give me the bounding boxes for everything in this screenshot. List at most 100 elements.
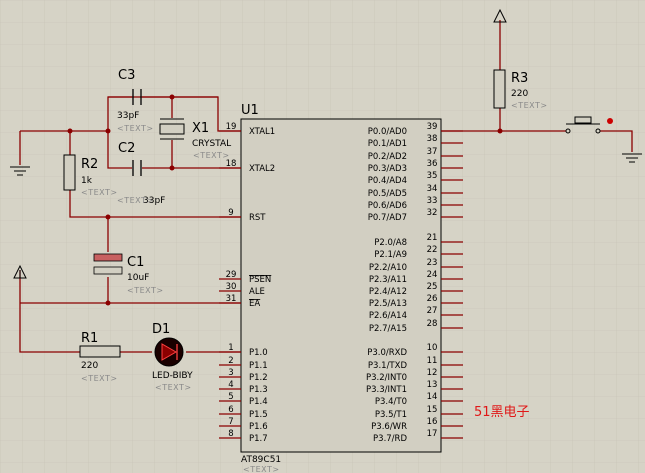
u1-pin-number: 35 bbox=[427, 171, 438, 181]
u1-pin-number: 18 bbox=[226, 159, 237, 169]
u1-pin-name: P2.7/A15 bbox=[369, 324, 407, 334]
u1-pin-number: 34 bbox=[427, 184, 438, 194]
u1-pin-name: P0.6/AD6 bbox=[368, 201, 407, 211]
r3-ref-label: R3 bbox=[511, 71, 528, 86]
u1-pin-name: P1.7 bbox=[249, 434, 268, 444]
u1-pin-number: 22 bbox=[427, 245, 438, 255]
u1-pin-number: 25 bbox=[427, 282, 438, 292]
u1-pin-number: 24 bbox=[427, 270, 438, 280]
r2-ref-label: R2 bbox=[81, 157, 98, 172]
u1-pin-name: P3.0/RXD bbox=[367, 348, 407, 358]
c2-value-label: 33pF bbox=[143, 196, 165, 206]
u1-pin-number: 36 bbox=[427, 159, 438, 169]
c2-ref-label: C2 bbox=[118, 141, 135, 156]
u1-pin-number: 39 bbox=[427, 122, 438, 132]
led-d1[interactable] bbox=[154, 337, 184, 367]
resistor-r2[interactable] bbox=[63, 154, 76, 191]
r3-placeholder: <TEXT> bbox=[511, 101, 548, 110]
u1-pin-name: P2.0/A8 bbox=[374, 238, 407, 248]
u1-pin-name: P0.7/AD7 bbox=[368, 213, 407, 223]
u1-pin-name: P1.2 bbox=[249, 373, 268, 383]
capacitor-c1[interactable] bbox=[93, 253, 123, 275]
c1-value-label: 10uF bbox=[127, 273, 149, 283]
u1-pin-number: 23 bbox=[427, 258, 438, 268]
r2-placeholder: <TEXT> bbox=[81, 188, 118, 197]
u1-pin-name: P0.0/AD0 bbox=[368, 127, 407, 137]
u1-pin-number: 11 bbox=[427, 356, 438, 366]
u1-pin-number: 10 bbox=[427, 343, 438, 353]
u1-pin-number: 30 bbox=[226, 282, 237, 292]
u1-pin-number: 33 bbox=[427, 196, 438, 206]
u1-pin-name: RST bbox=[249, 213, 266, 223]
u1-pin-number: 29 bbox=[226, 270, 237, 280]
push-button-switch[interactable] bbox=[565, 116, 613, 134]
u1-pin-number: 19 bbox=[226, 122, 237, 132]
crystal-x1[interactable] bbox=[159, 118, 185, 140]
u1-pin-number: 1 bbox=[228, 343, 233, 353]
c1-ref-label: C1 bbox=[127, 255, 144, 270]
u1-pin-name: P3.7/RD bbox=[373, 434, 407, 444]
u1-pin-name: ALE bbox=[249, 287, 265, 297]
u1-pin-name: P3.3/INT1 bbox=[366, 385, 407, 395]
chip-u1-body bbox=[240, 118, 442, 453]
u1-pin-name: P2.5/A13 bbox=[369, 299, 407, 309]
capacitor-c3[interactable] bbox=[132, 89, 142, 105]
u1-pin-name: P0.3/AD3 bbox=[368, 164, 407, 174]
u1-pin-name: P3.2/INT0 bbox=[366, 373, 407, 383]
c3-placeholder: <TEXT> bbox=[117, 124, 154, 133]
u1-pin-number: 16 bbox=[427, 417, 438, 427]
u1-pin-name: P3.4/T0 bbox=[375, 397, 407, 407]
u1-ref-label: U1 bbox=[241, 103, 259, 118]
u1-pin-name: P3.5/T1 bbox=[375, 410, 407, 420]
u1-right-pins: 39P0.0/AD038P0.1/AD137P0.2/AD236P0.3/AD3… bbox=[366, 122, 463, 444]
u1-pin-name: EA bbox=[249, 299, 260, 309]
r1-value-label: 220 bbox=[81, 361, 98, 371]
resistor-r1[interactable] bbox=[79, 345, 121, 358]
resistor-r3[interactable] bbox=[493, 69, 506, 109]
u1-pin-number: 15 bbox=[427, 405, 438, 415]
u1-pin-name: P0.5/AD5 bbox=[368, 189, 407, 199]
u1-pin-number: 2 bbox=[228, 356, 233, 366]
x1-placeholder: <TEXT> bbox=[193, 151, 230, 160]
u1-pin-name: P1.4 bbox=[249, 397, 268, 407]
u1-pin-number: 31 bbox=[226, 294, 237, 304]
u1-pin-number: 12 bbox=[427, 368, 438, 378]
u1-pin-number: 3 bbox=[228, 368, 233, 378]
power-symbol-top bbox=[493, 8, 507, 23]
u1-part-label: AT89C51 bbox=[241, 455, 281, 465]
ground-symbol-right bbox=[622, 153, 642, 163]
capacitor-c2[interactable] bbox=[132, 160, 142, 176]
u1-pin-number: 37 bbox=[427, 147, 438, 157]
u1-pin-number: 7 bbox=[228, 417, 233, 427]
x1-value-label: CRYSTAL bbox=[192, 139, 231, 149]
u1-pin-name: P1.5 bbox=[249, 410, 268, 420]
c3-value-label: 33pF bbox=[117, 111, 139, 121]
u1-pin-name: P1.3 bbox=[249, 385, 268, 395]
watermark-text: 51黑电子 bbox=[474, 405, 530, 420]
c2-placeholder: <TEXT> bbox=[117, 196, 154, 205]
u1-pin-number: 13 bbox=[427, 380, 438, 390]
d1-ref-label: D1 bbox=[152, 322, 170, 337]
